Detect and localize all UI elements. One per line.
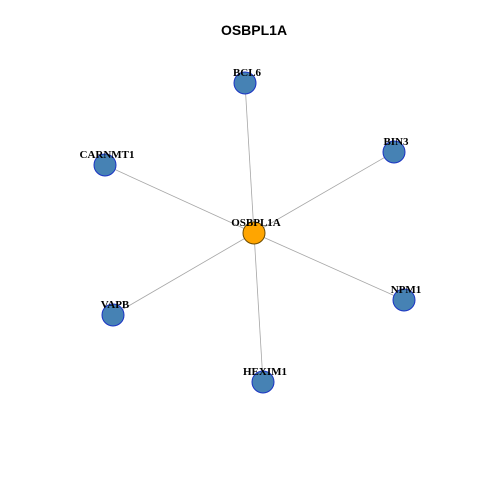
edge-osbpl1a-hexim1 xyxy=(253,232,264,383)
node-label-npm1: NPM1 xyxy=(391,284,422,296)
node-label-carnmt1: CARNMT1 xyxy=(80,149,135,161)
node-npm1: NPM1 xyxy=(391,284,422,312)
node-circle-vapb xyxy=(101,303,125,327)
node-circle-carnmt1 xyxy=(93,153,117,177)
node-circle-hexim1 xyxy=(251,370,275,394)
node-vapb: VAPB xyxy=(101,299,130,327)
node-hexim1: HEXIM1 xyxy=(243,366,287,394)
node-label-bcl6: BCL6 xyxy=(233,67,262,79)
node-label-bin3: BIN3 xyxy=(383,136,409,148)
node-label-osbpl1a: OSBPL1A xyxy=(231,217,281,229)
node-carnmt1: CARNMT1 xyxy=(80,149,135,177)
edge-osbpl1a-bcl6 xyxy=(244,82,255,234)
node-label-hexim1: HEXIM1 xyxy=(243,366,287,378)
node-circle-osbpl1a xyxy=(242,221,266,245)
edge-osbpl1a-carnmt1 xyxy=(104,164,255,234)
node-bcl6: BCL6 xyxy=(233,67,262,95)
diagram-title: OSBPL1A xyxy=(221,22,287,38)
node-circle-bcl6 xyxy=(233,71,257,95)
node-bin3: BIN3 xyxy=(382,136,409,164)
edge-osbpl1a-npm1 xyxy=(253,232,405,301)
node-circle-bin3 xyxy=(382,140,406,164)
edge-layer xyxy=(104,82,405,383)
edge-osbpl1a-vapb xyxy=(112,232,255,316)
node-circle-npm1 xyxy=(392,288,416,312)
node-osbpl1a: OSBPL1A xyxy=(231,217,281,245)
edge-osbpl1a-bin3 xyxy=(253,151,395,234)
node-label-vapb: VAPB xyxy=(101,299,130,311)
